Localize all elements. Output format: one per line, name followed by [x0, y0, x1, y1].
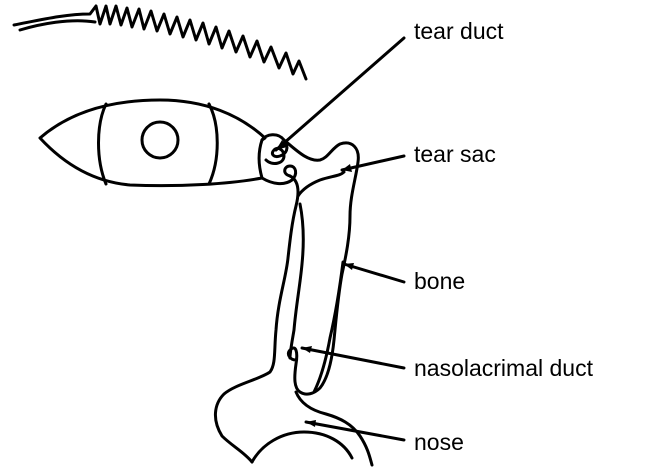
- eyebrow: [14, 6, 306, 79]
- label-tear-duct: tear duct: [414, 20, 504, 43]
- label-nasolacrimal-duct: nasolacrimal duct: [414, 357, 593, 380]
- pointer-nose: [306, 422, 404, 440]
- label-tear-sac: tear sac: [414, 143, 496, 166]
- label-bone: bone: [414, 270, 465, 293]
- duct-outline-inner: [298, 172, 344, 196]
- nostril: [252, 432, 352, 462]
- iris-right: [209, 104, 217, 184]
- pointer-tear-sac: [342, 156, 404, 170]
- iris: [99, 104, 107, 184]
- eye-outline: [40, 100, 265, 186]
- pupil: [142, 122, 178, 158]
- label-nose: nose: [414, 431, 464, 454]
- duct-outline-left: [215, 176, 298, 462]
- pointer-nasolacrimal-duct: [302, 348, 404, 368]
- pointer-tear-duct: [276, 38, 404, 150]
- pointer-bone: [344, 264, 404, 282]
- arrowhead-bone: [344, 263, 354, 270]
